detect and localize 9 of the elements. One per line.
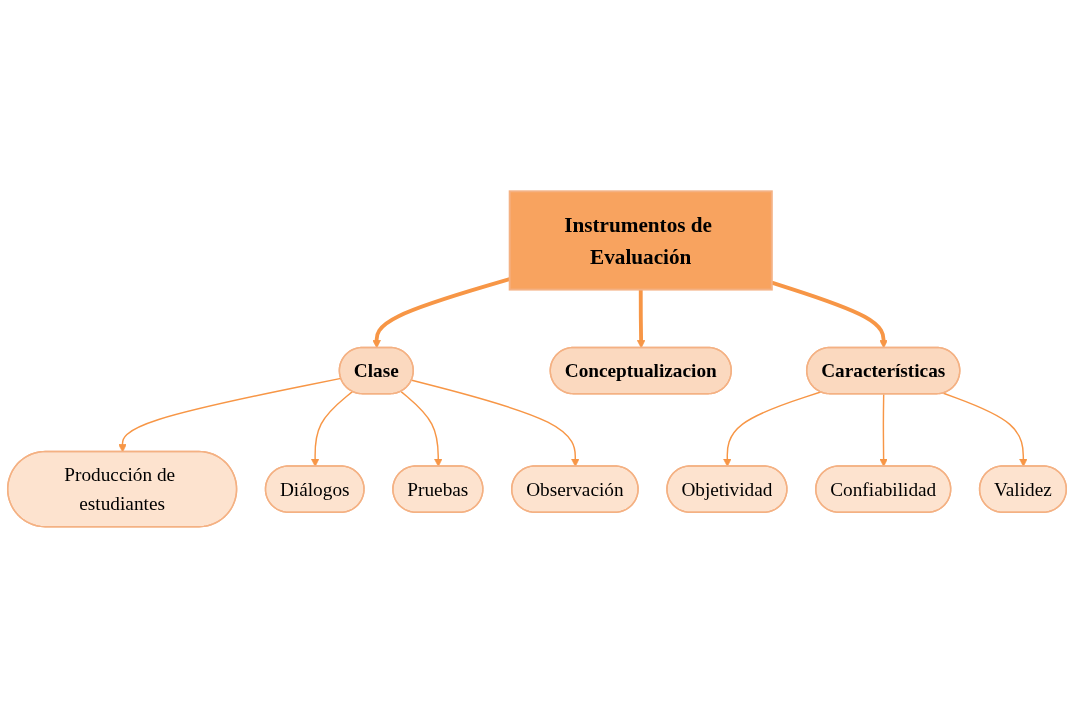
arrow — [771, 280, 888, 349]
arrow — [879, 393, 888, 467]
arrow — [310, 390, 354, 467]
node-box: Instrumentos de Evaluación — [508, 190, 773, 291]
arrow — [400, 390, 443, 467]
arrow — [942, 392, 1028, 467]
arrow — [636, 289, 646, 349]
arrow — [723, 391, 822, 467]
arrow — [411, 379, 580, 467]
